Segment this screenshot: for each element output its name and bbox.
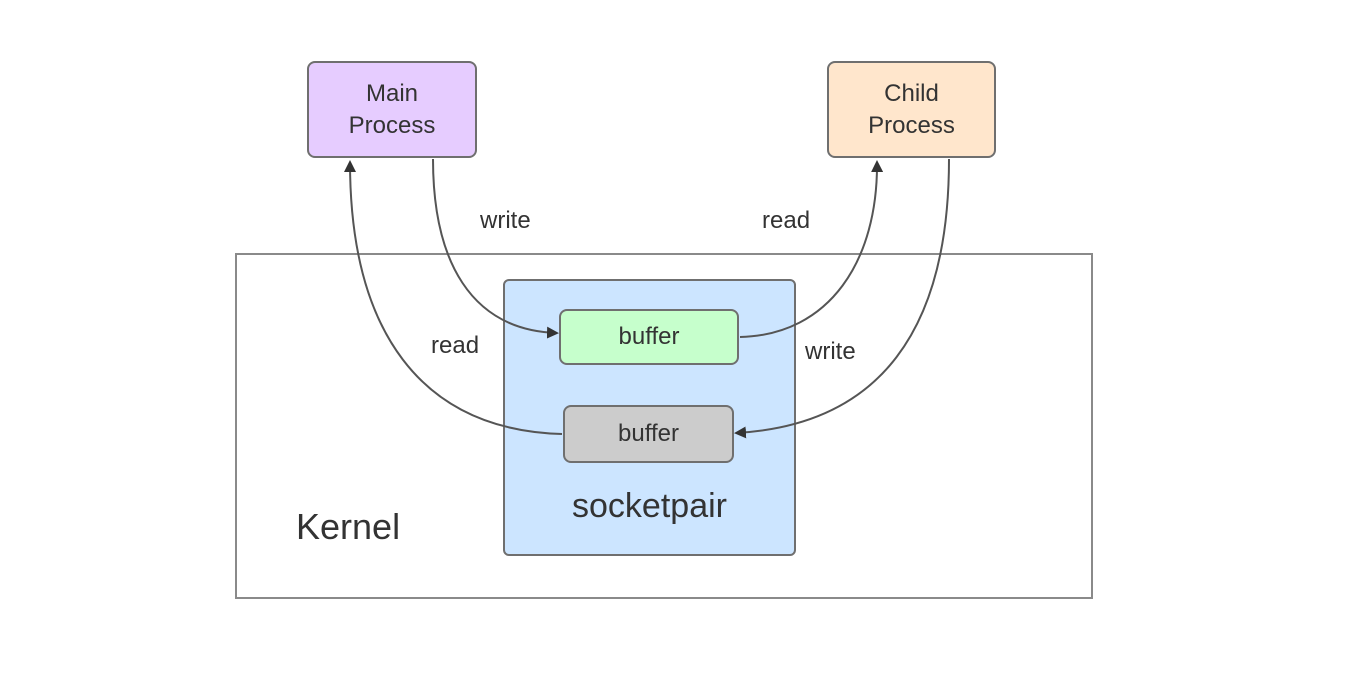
edge-label-child-read: read (762, 207, 811, 234)
buffer-bottom-node: buffer (563, 405, 734, 463)
edge-label-child-write: write (805, 338, 856, 365)
child-process-label-line2: Process (868, 111, 955, 139)
socketpair-label: socketpair (572, 487, 727, 525)
buffer-bottom-label: buffer (618, 420, 679, 447)
edge-label-main-read: read (431, 332, 480, 359)
buffer-top-node: buffer (559, 309, 739, 365)
edge-child-read-arrow (739, 160, 884, 338)
edge-child-write-arrow (734, 158, 950, 439)
kernel-boundary (235, 253, 1093, 599)
buffer-top-label: buffer (618, 323, 680, 350)
main-process-label-line1: Main (365, 79, 419, 107)
edge-label-main-write: write (480, 207, 531, 234)
child-process-node: Child Process (827, 61, 996, 158)
main-process-node: Main Process (307, 61, 477, 158)
main-process-label-line2: Process (348, 111, 436, 139)
edge-main-read-arrow (344, 160, 563, 435)
edge-main-write-arrow (432, 158, 559, 339)
child-process-label-line1: Child (884, 79, 939, 107)
kernel-label: Kernel (296, 506, 401, 547)
